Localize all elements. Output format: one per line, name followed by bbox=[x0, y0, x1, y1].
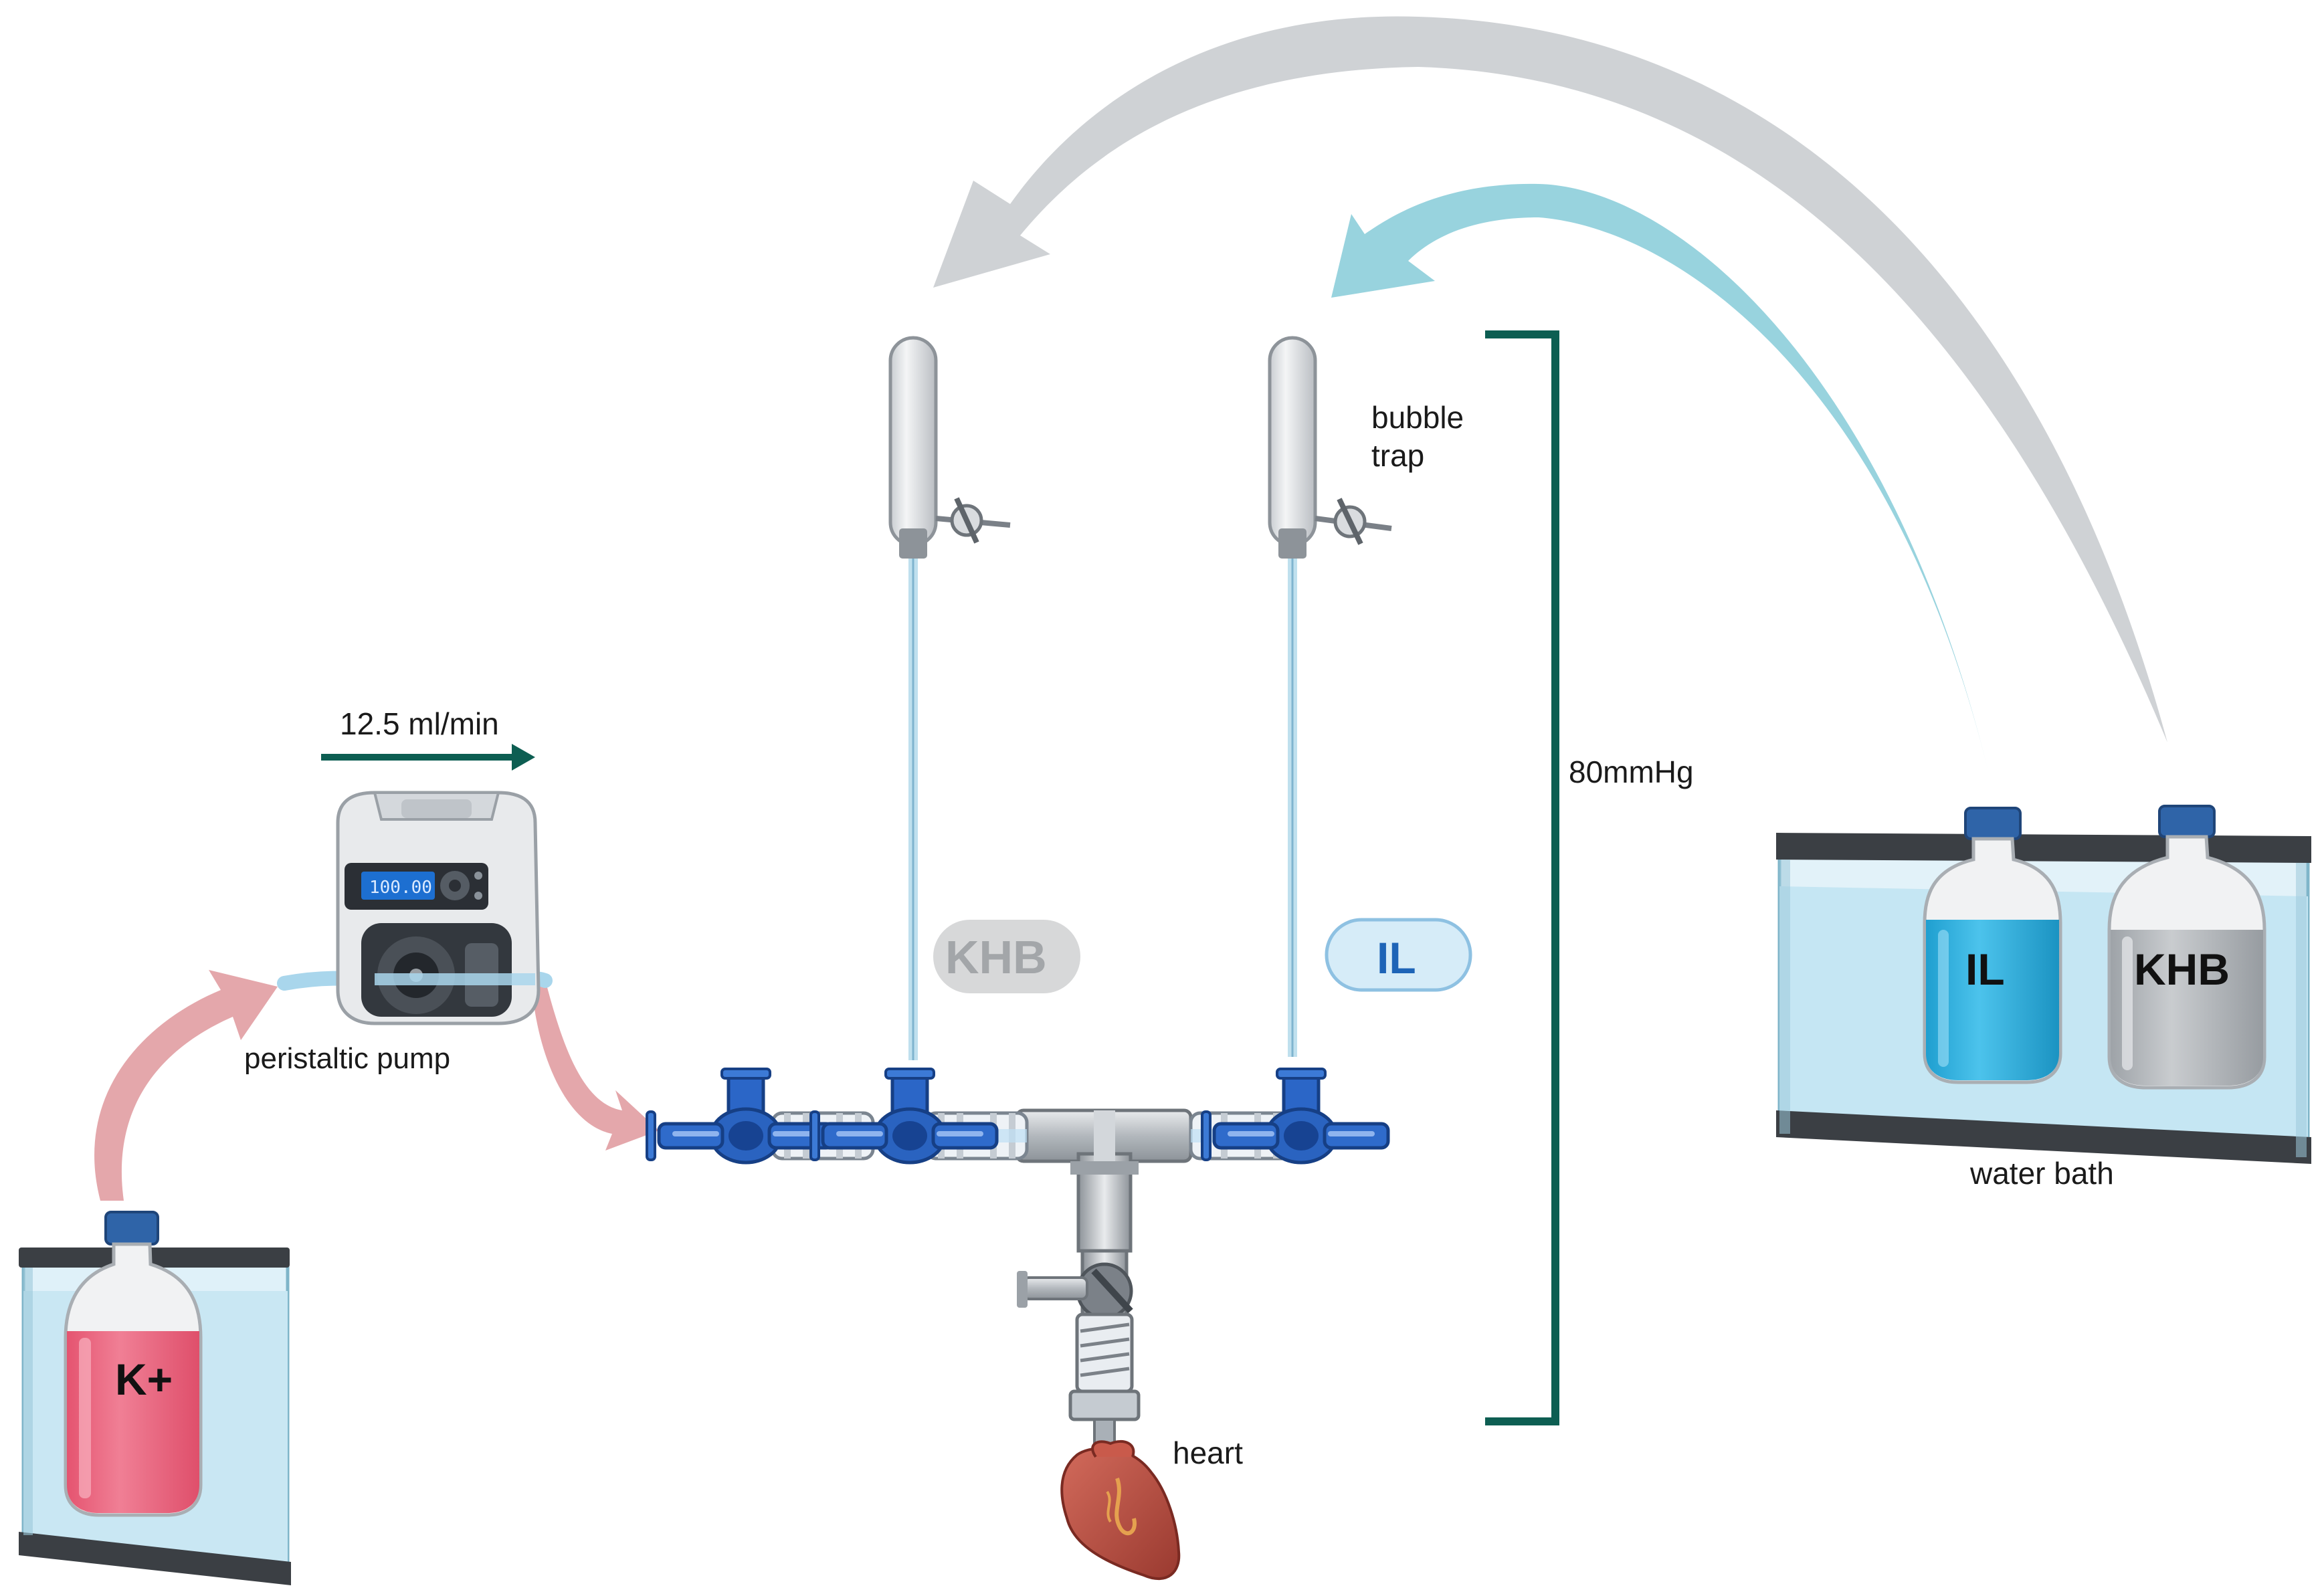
heart-label: heart bbox=[1173, 1435, 1243, 1470]
il-bubble-trap-icon bbox=[1268, 336, 1392, 1057]
khb-bottle-icon bbox=[2107, 805, 2266, 1090]
pump-input-arrow bbox=[94, 970, 278, 1201]
il-bottle-label: IL bbox=[1965, 944, 2005, 994]
peristaltic-pump-icon: 100.00 bbox=[277, 791, 553, 1025]
khb-bubble-trap-icon bbox=[888, 336, 1011, 1060]
heart-organ-icon bbox=[1060, 1439, 1181, 1580]
pressure-bracket bbox=[1485, 330, 1559, 1425]
khb-return-arrow bbox=[933, 16, 2167, 742]
il-tag: IL bbox=[1325, 918, 1472, 992]
il-return-arrow bbox=[1331, 183, 1990, 779]
pressure-label: 80mmHg bbox=[1569, 755, 1694, 789]
khb-tag: KHB bbox=[933, 920, 1080, 993]
aortic-cannula bbox=[1017, 1249, 1141, 1458]
il-tag-label: IL bbox=[1377, 933, 1416, 983]
il-bottle-icon bbox=[1923, 807, 2062, 1084]
pump-display-value: 100.00 bbox=[369, 878, 432, 898]
pump-label: peristaltic pump bbox=[244, 1042, 450, 1075]
manifold bbox=[1015, 1108, 1193, 1253]
k-bottle-icon bbox=[64, 1211, 203, 1517]
bubble-trap-label-line1: bubble bbox=[1371, 400, 1464, 435]
water-bath-label: water bath bbox=[1969, 1156, 2114, 1191]
bubble-trap-label-line2: trap bbox=[1371, 438, 1424, 473]
pump-output-arrow bbox=[532, 980, 659, 1151]
k-bottle-label: K+ bbox=[115, 1355, 173, 1404]
flow-rate-label: 12.5 ml/min bbox=[340, 706, 499, 741]
khb-tag-label: KHB bbox=[945, 931, 1047, 983]
khb-bottle-label: KHB bbox=[2134, 944, 2230, 994]
flow-rate-arrow bbox=[321, 744, 535, 771]
